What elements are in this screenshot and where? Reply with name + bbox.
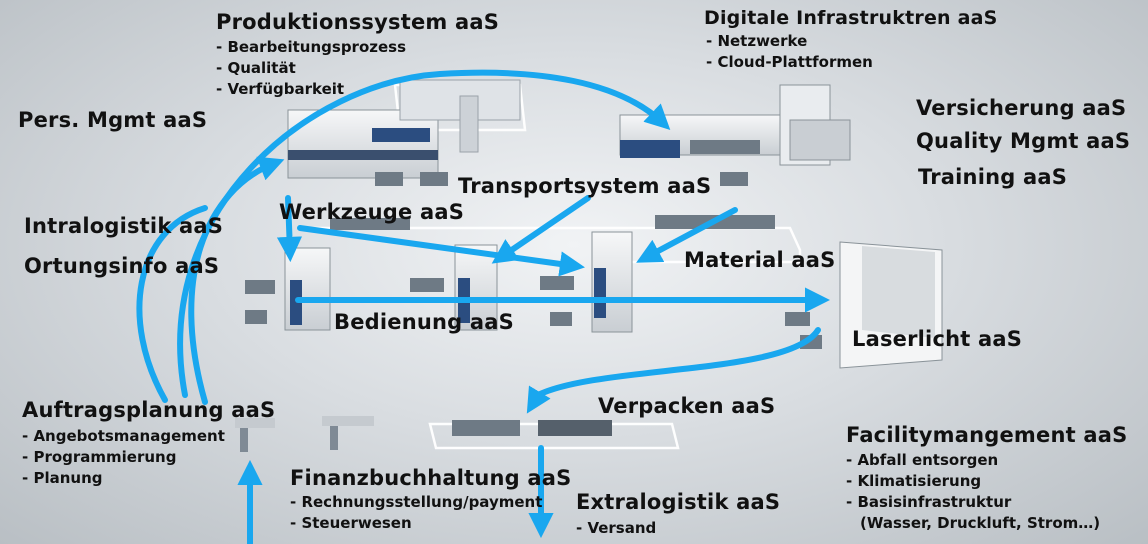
label-material: Material aaS	[684, 248, 836, 272]
auftrag-item: - Programmierung	[22, 448, 177, 466]
bending-machine-2	[454, 244, 498, 331]
laser-cabin	[839, 241, 943, 369]
auftrag-item: - Angebotsmanagement	[22, 427, 225, 445]
label-ortungsinfo: Ortungsinfo aaS	[24, 254, 220, 278]
produktion-item: - Qualität	[216, 59, 296, 77]
digitale-item: - Netzwerke	[706, 32, 808, 50]
facility-item: (Wasser, Druckluft, Strom…)	[860, 514, 1101, 532]
produktion-sublist: - Bearbeitungsprozess - Qualität - Verfü…	[216, 37, 406, 100]
extralogistik-sublist: - Versand	[576, 518, 656, 539]
label-auftragsplanung: Auftragsplanung aaS	[22, 398, 276, 422]
produktion-item: - Verfügbarkeit	[216, 80, 345, 98]
label-transportsystem: Transportsystem aaS	[458, 174, 712, 198]
digitale-item: - Cloud-Plattformen	[706, 53, 873, 71]
extralogistik-item: - Versand	[576, 519, 657, 537]
label-quality-mgmt: Quality Mgmt aaS	[916, 129, 1131, 153]
arrow-produktion-to-intralogistik	[276, 195, 303, 263]
finanz-sublist: - Rechnungsstellung/payment - Steuerwese…	[290, 492, 542, 534]
arrow-left-flow	[136, 205, 208, 403]
facility-sublist: - Abfall entsorgen - Klimatisierung - Ba…	[846, 450, 1100, 534]
bending-machine-1	[284, 247, 331, 331]
arrow-transport-to-bending-2	[491, 195, 591, 264]
label-laserlicht: Laserlicht aaS	[852, 327, 1023, 351]
facility-item: - Abfall entsorgen	[846, 451, 999, 469]
label-verpacken: Verpacken aaS	[598, 394, 776, 418]
auftrag-sublist: - Angebotsmanagement - Programmierung - …	[22, 426, 225, 489]
label-versicherung: Versicherung aaS	[916, 96, 1127, 120]
label-bedienung: Bedienung aaS	[334, 310, 514, 334]
label-facilitymanagement: Facilitymangement aaS	[846, 423, 1128, 447]
label-finanzbuchhaltung: Finanzbuchhaltung aaS	[290, 466, 572, 490]
facility-item: - Klimatisierung	[846, 472, 982, 490]
label-pers-mgmt: Pers. Mgmt aaS	[18, 108, 208, 132]
finanz-item: - Rechnungsstellung/payment	[290, 493, 543, 511]
digitale-sublist: - Netzwerke - Cloud-Plattformen	[706, 31, 873, 73]
label-digitale-infrastruktur: Digitale Infrastruktren aaS	[704, 7, 998, 29]
facility-item: - Basisinfrastruktur	[846, 493, 1012, 511]
flow-arrows	[136, 69, 831, 544]
label-extralogistik: Extralogistik aaS	[576, 490, 781, 514]
arrow-laserlicht-to-verpacken	[526, 327, 821, 414]
label-intralogistik: Intralogistik aaS	[24, 214, 224, 238]
label-training: Training aaS	[918, 165, 1068, 189]
arrow-to-bending-3	[297, 225, 585, 277]
finanz-item: - Steuerwesen	[290, 514, 412, 532]
produktion-item: - Bearbeitungsprozess	[216, 38, 407, 56]
auftrag-item: - Planung	[22, 469, 103, 487]
laser-machine-top	[287, 79, 521, 179]
arrow-auftrag-to-produktion	[188, 156, 285, 405]
punch-machine-top	[619, 84, 851, 166]
bending-machine-3	[591, 231, 633, 333]
arrow-material-to-bending-3	[636, 207, 738, 263]
label-werkzeuge: Werkzeuge aaS	[279, 200, 465, 224]
label-produktionssystem: Produktionssystem aaS	[216, 10, 500, 34]
